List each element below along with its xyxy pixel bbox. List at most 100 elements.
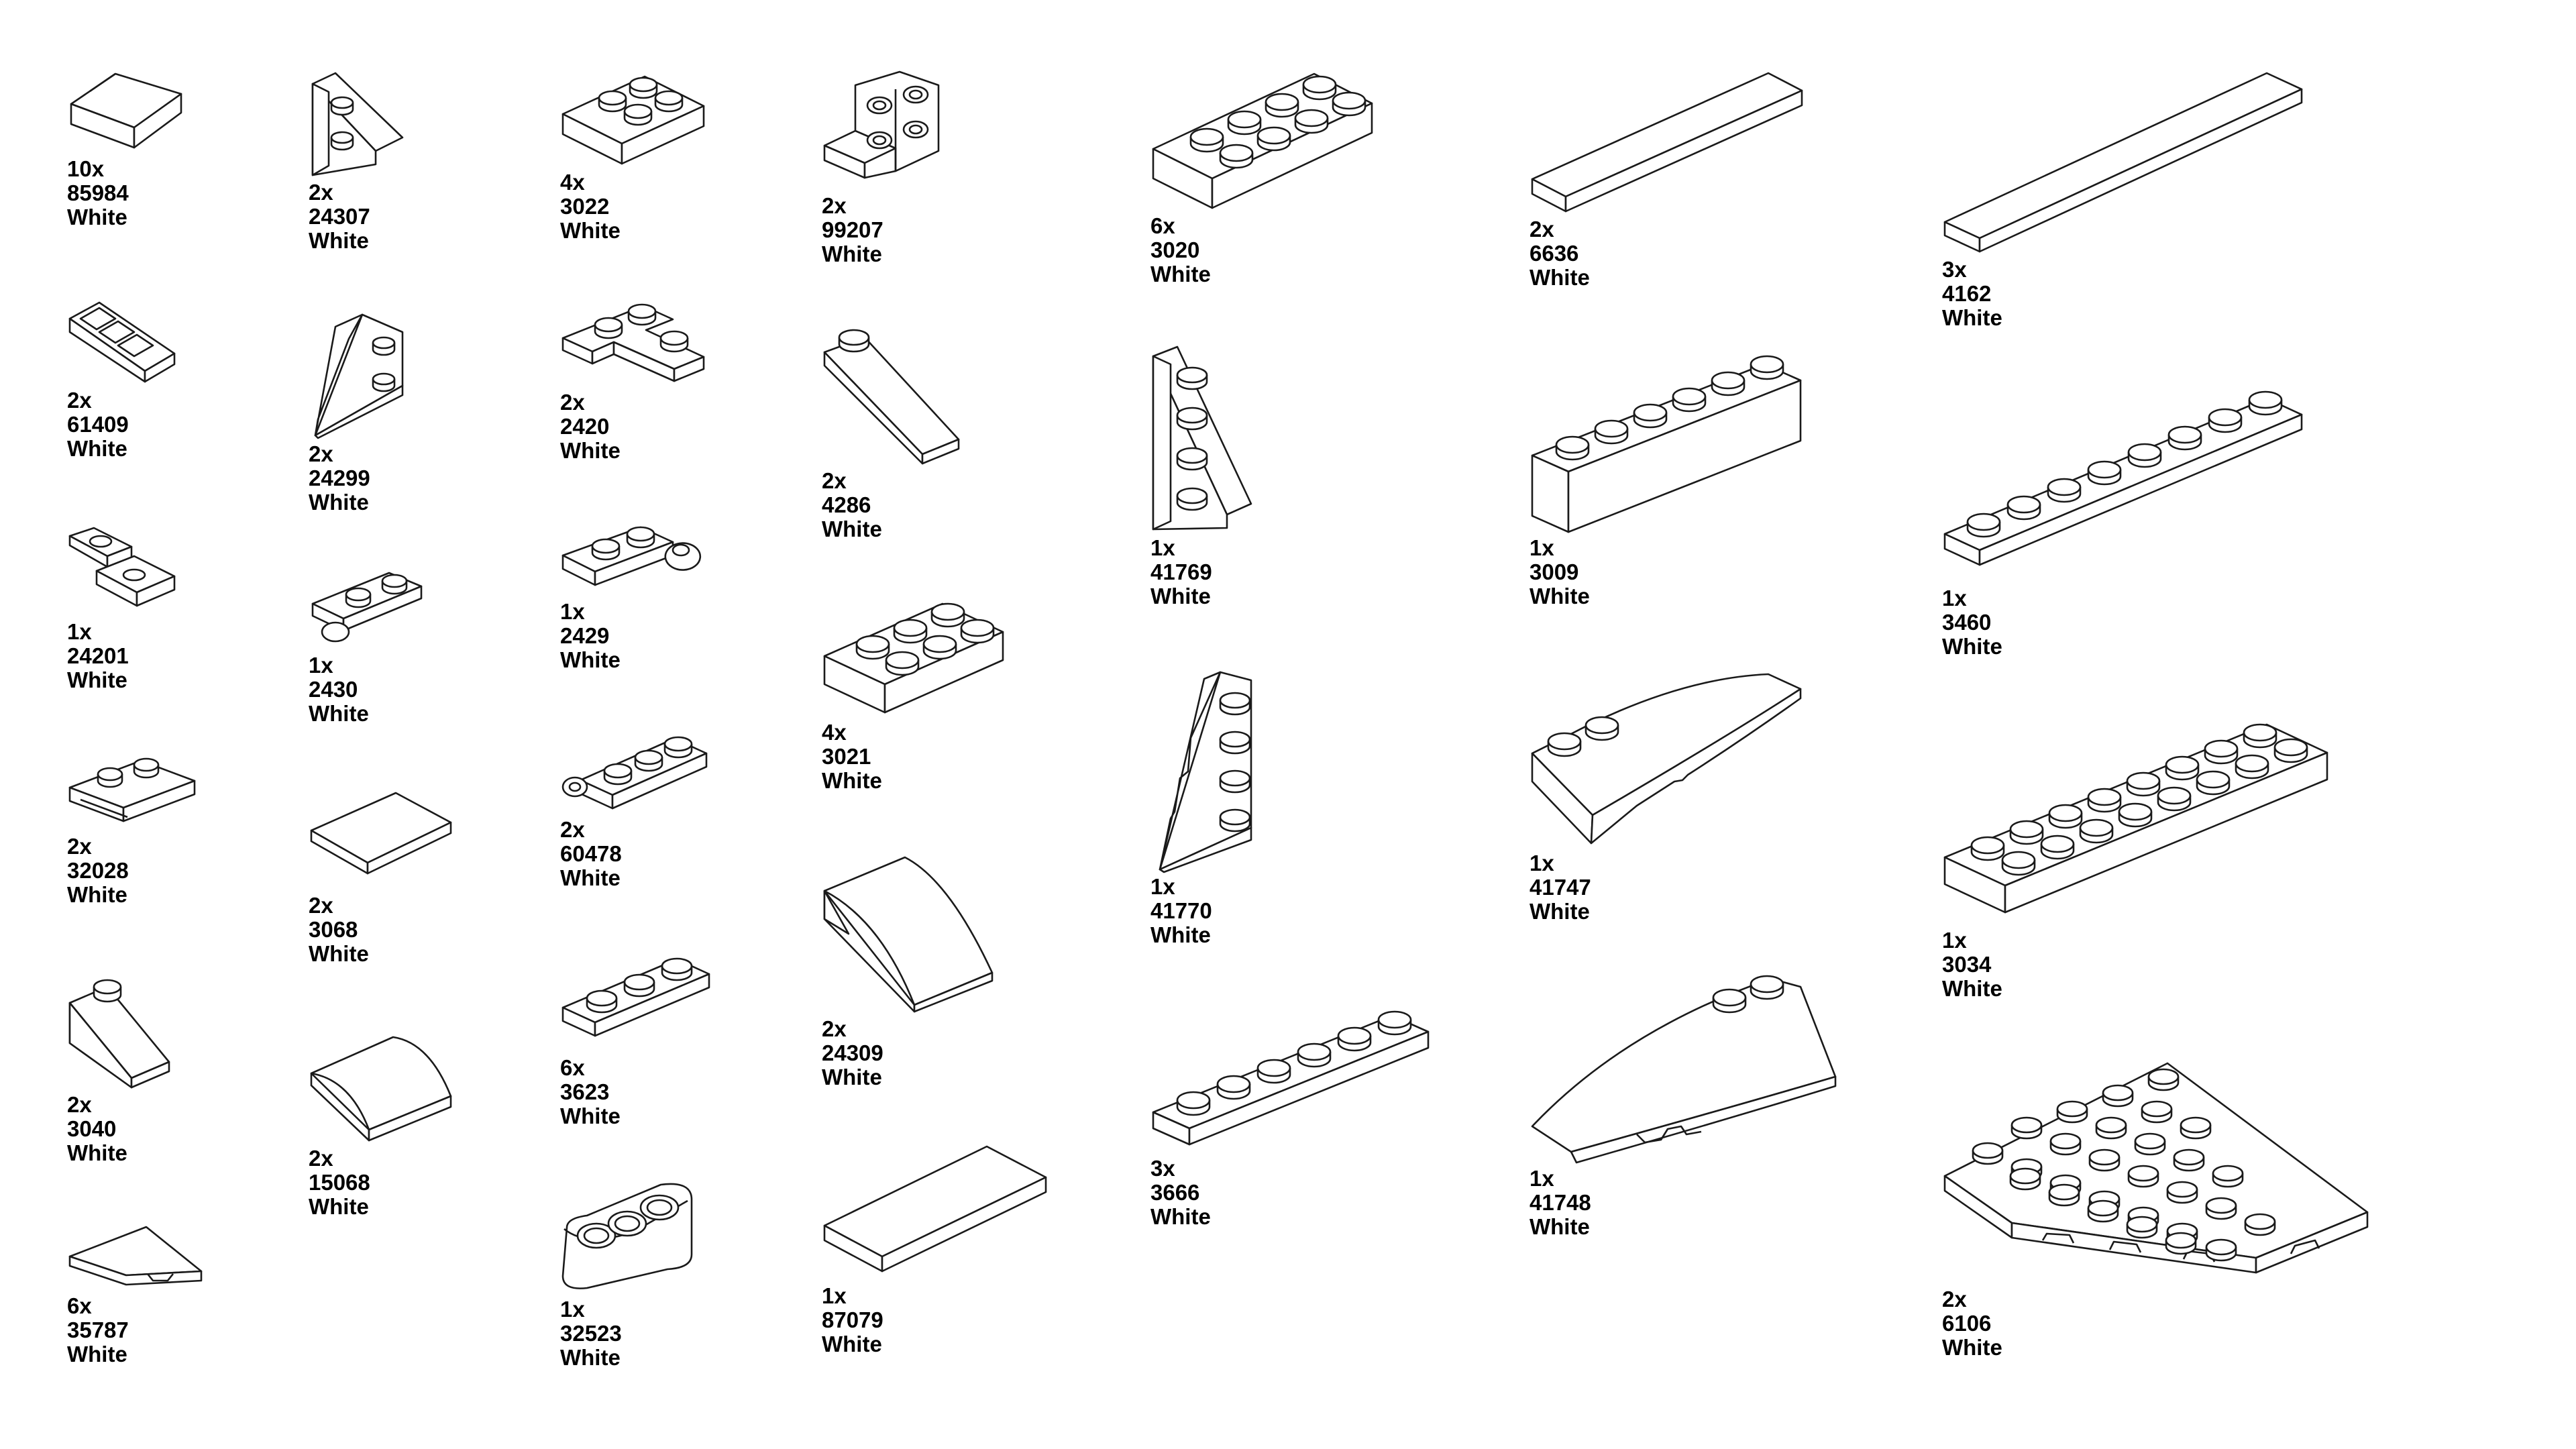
part-number: 41747	[1529, 875, 1591, 900]
part-number: 41770	[1150, 898, 1212, 923]
part-number: 60478	[560, 841, 622, 866]
part-4286: 2x 4286 White	[822, 325, 963, 541]
part-qty: 1x	[1529, 851, 1554, 875]
stud-group	[97, 757, 160, 788]
part-qty: 1x	[1150, 874, 1175, 899]
part-qty: 1x	[309, 653, 333, 678]
part-87079: 1x 87079 White	[822, 1144, 1050, 1356]
part-color: White	[560, 438, 621, 463]
part-number: 3068	[309, 917, 358, 942]
part-2429: 1x 2429 White	[560, 523, 704, 672]
part-2429-label: 1x 2429 White	[560, 600, 621, 672]
stud-top	[2180, 1116, 2212, 1134]
part-3021: 4x 3021 White	[822, 597, 1006, 793]
part-24309-label: 2x 24309 White	[822, 1017, 883, 1089]
part-24309: 2x 24309 White	[822, 853, 996, 1089]
part-61409-label: 2x 61409 White	[67, 388, 129, 461]
part-color: White	[309, 1194, 369, 1219]
part-6106-drawing	[1943, 1062, 2369, 1274]
part-qty: 6x	[560, 1055, 585, 1080]
part-qty: 2x	[67, 388, 92, 413]
part-number: 2429	[560, 623, 610, 648]
part-number: 4286	[822, 492, 871, 517]
part-3021-drawing	[823, 602, 1004, 714]
part-qty: 1x	[1529, 1166, 1554, 1191]
part-99207-label: 2x 99207 White	[822, 194, 883, 266]
part-3022-drawing	[561, 75, 705, 165]
part-3040-drawing	[68, 979, 170, 1089]
part-4162: 3x 4162 White	[1942, 70, 2304, 330]
part-qty: 10x	[67, 156, 105, 181]
part-color: White	[822, 241, 882, 266]
part-number: 41769	[1150, 559, 1212, 584]
part-number: 3460	[1942, 610, 1992, 635]
part-85984-drawing	[70, 72, 182, 149]
part-60478-label: 2x 60478 White	[560, 818, 622, 890]
stud-top	[2244, 1213, 2276, 1230]
part-number: 3021	[822, 744, 871, 769]
part-24309-drawing	[823, 856, 994, 1013]
stud-top	[2127, 1165, 2159, 1182]
part-32028-label: 2x 32028 White	[67, 835, 129, 907]
part-number: 4162	[1942, 281, 1992, 306]
part-3021-label: 4x 3021 White	[822, 720, 882, 793]
part-2420-drawing	[561, 303, 705, 382]
part-6106-label: 2x 6106 White	[1942, 1287, 2002, 1360]
part-color: White	[67, 1140, 127, 1165]
stud-row-back	[1970, 723, 2277, 861]
part-35787-drawing	[68, 1226, 203, 1286]
stud-top	[2165, 1232, 2197, 1249]
part-qty: 2x	[309, 893, 333, 918]
part-color: White	[822, 517, 882, 541]
part-number: 32028	[67, 858, 129, 883]
part-color: White	[309, 941, 369, 966]
part-color: White	[560, 647, 621, 672]
part-number: 35787	[67, 1318, 129, 1342]
part-4162-label: 3x 4162 White	[1942, 258, 2002, 330]
part-3040-label: 2x 3040 White	[67, 1093, 127, 1165]
part-number: 85984	[67, 180, 129, 205]
part-number: 3034	[1942, 952, 1992, 977]
stud-top	[2205, 1197, 2237, 1214]
part-24307-label: 2x 24307 White	[309, 180, 370, 253]
part-qty: 2x	[67, 834, 92, 859]
part-3009-label: 1x 3009 White	[1529, 536, 1590, 608]
part-qty: 4x	[822, 720, 847, 745]
part-3068: 2x 3068 White	[309, 790, 456, 966]
part-color: White	[560, 218, 621, 243]
part-6106: 2x 6106 White	[1942, 1062, 2371, 1360]
part-qty: 3x	[1942, 257, 1967, 282]
part-number: 32523	[560, 1321, 622, 1346]
stud-top	[2087, 1199, 2119, 1217]
part-41747-label: 1x 41747 White	[1529, 851, 1591, 924]
stud-top	[2102, 1084, 2134, 1102]
part-qty: 1x	[1529, 535, 1554, 560]
part-qty: 6x	[67, 1293, 92, 1318]
part-qty: 2x	[309, 1146, 333, 1171]
part-color: White	[67, 436, 127, 461]
part-3460-label: 1x 3460 White	[1942, 586, 2002, 659]
stud-top	[2095, 1116, 2127, 1134]
part-qty: 2x	[822, 468, 847, 493]
stud-top	[2056, 1100, 2088, 1118]
part-2429-drawing	[561, 526, 702, 586]
part-6636-drawing	[1531, 72, 1803, 213]
part-number: 3022	[560, 194, 610, 219]
part-3068-drawing	[310, 792, 452, 875]
part-2430-drawing	[311, 572, 423, 643]
part-61409: 2x 61409 White	[67, 299, 181, 461]
part-3623-label: 6x 3623 White	[560, 1056, 621, 1128]
part-41770-drawing	[1159, 671, 1252, 873]
part-color: White	[1150, 262, 1211, 286]
stud-top	[2205, 1238, 2237, 1256]
part-number: 2420	[560, 414, 610, 439]
part-qty: 2x	[1529, 217, 1554, 241]
part-color: White	[822, 1332, 882, 1356]
stud-top	[2212, 1165, 2244, 1182]
part-32523: 1x 32523 White	[560, 1181, 694, 1370]
part-color: White	[309, 228, 369, 253]
part-3020: 6x 3020 White	[1150, 67, 1379, 286]
part-number: 3020	[1150, 237, 1200, 262]
part-3022-label: 4x 3022 White	[560, 170, 621, 243]
